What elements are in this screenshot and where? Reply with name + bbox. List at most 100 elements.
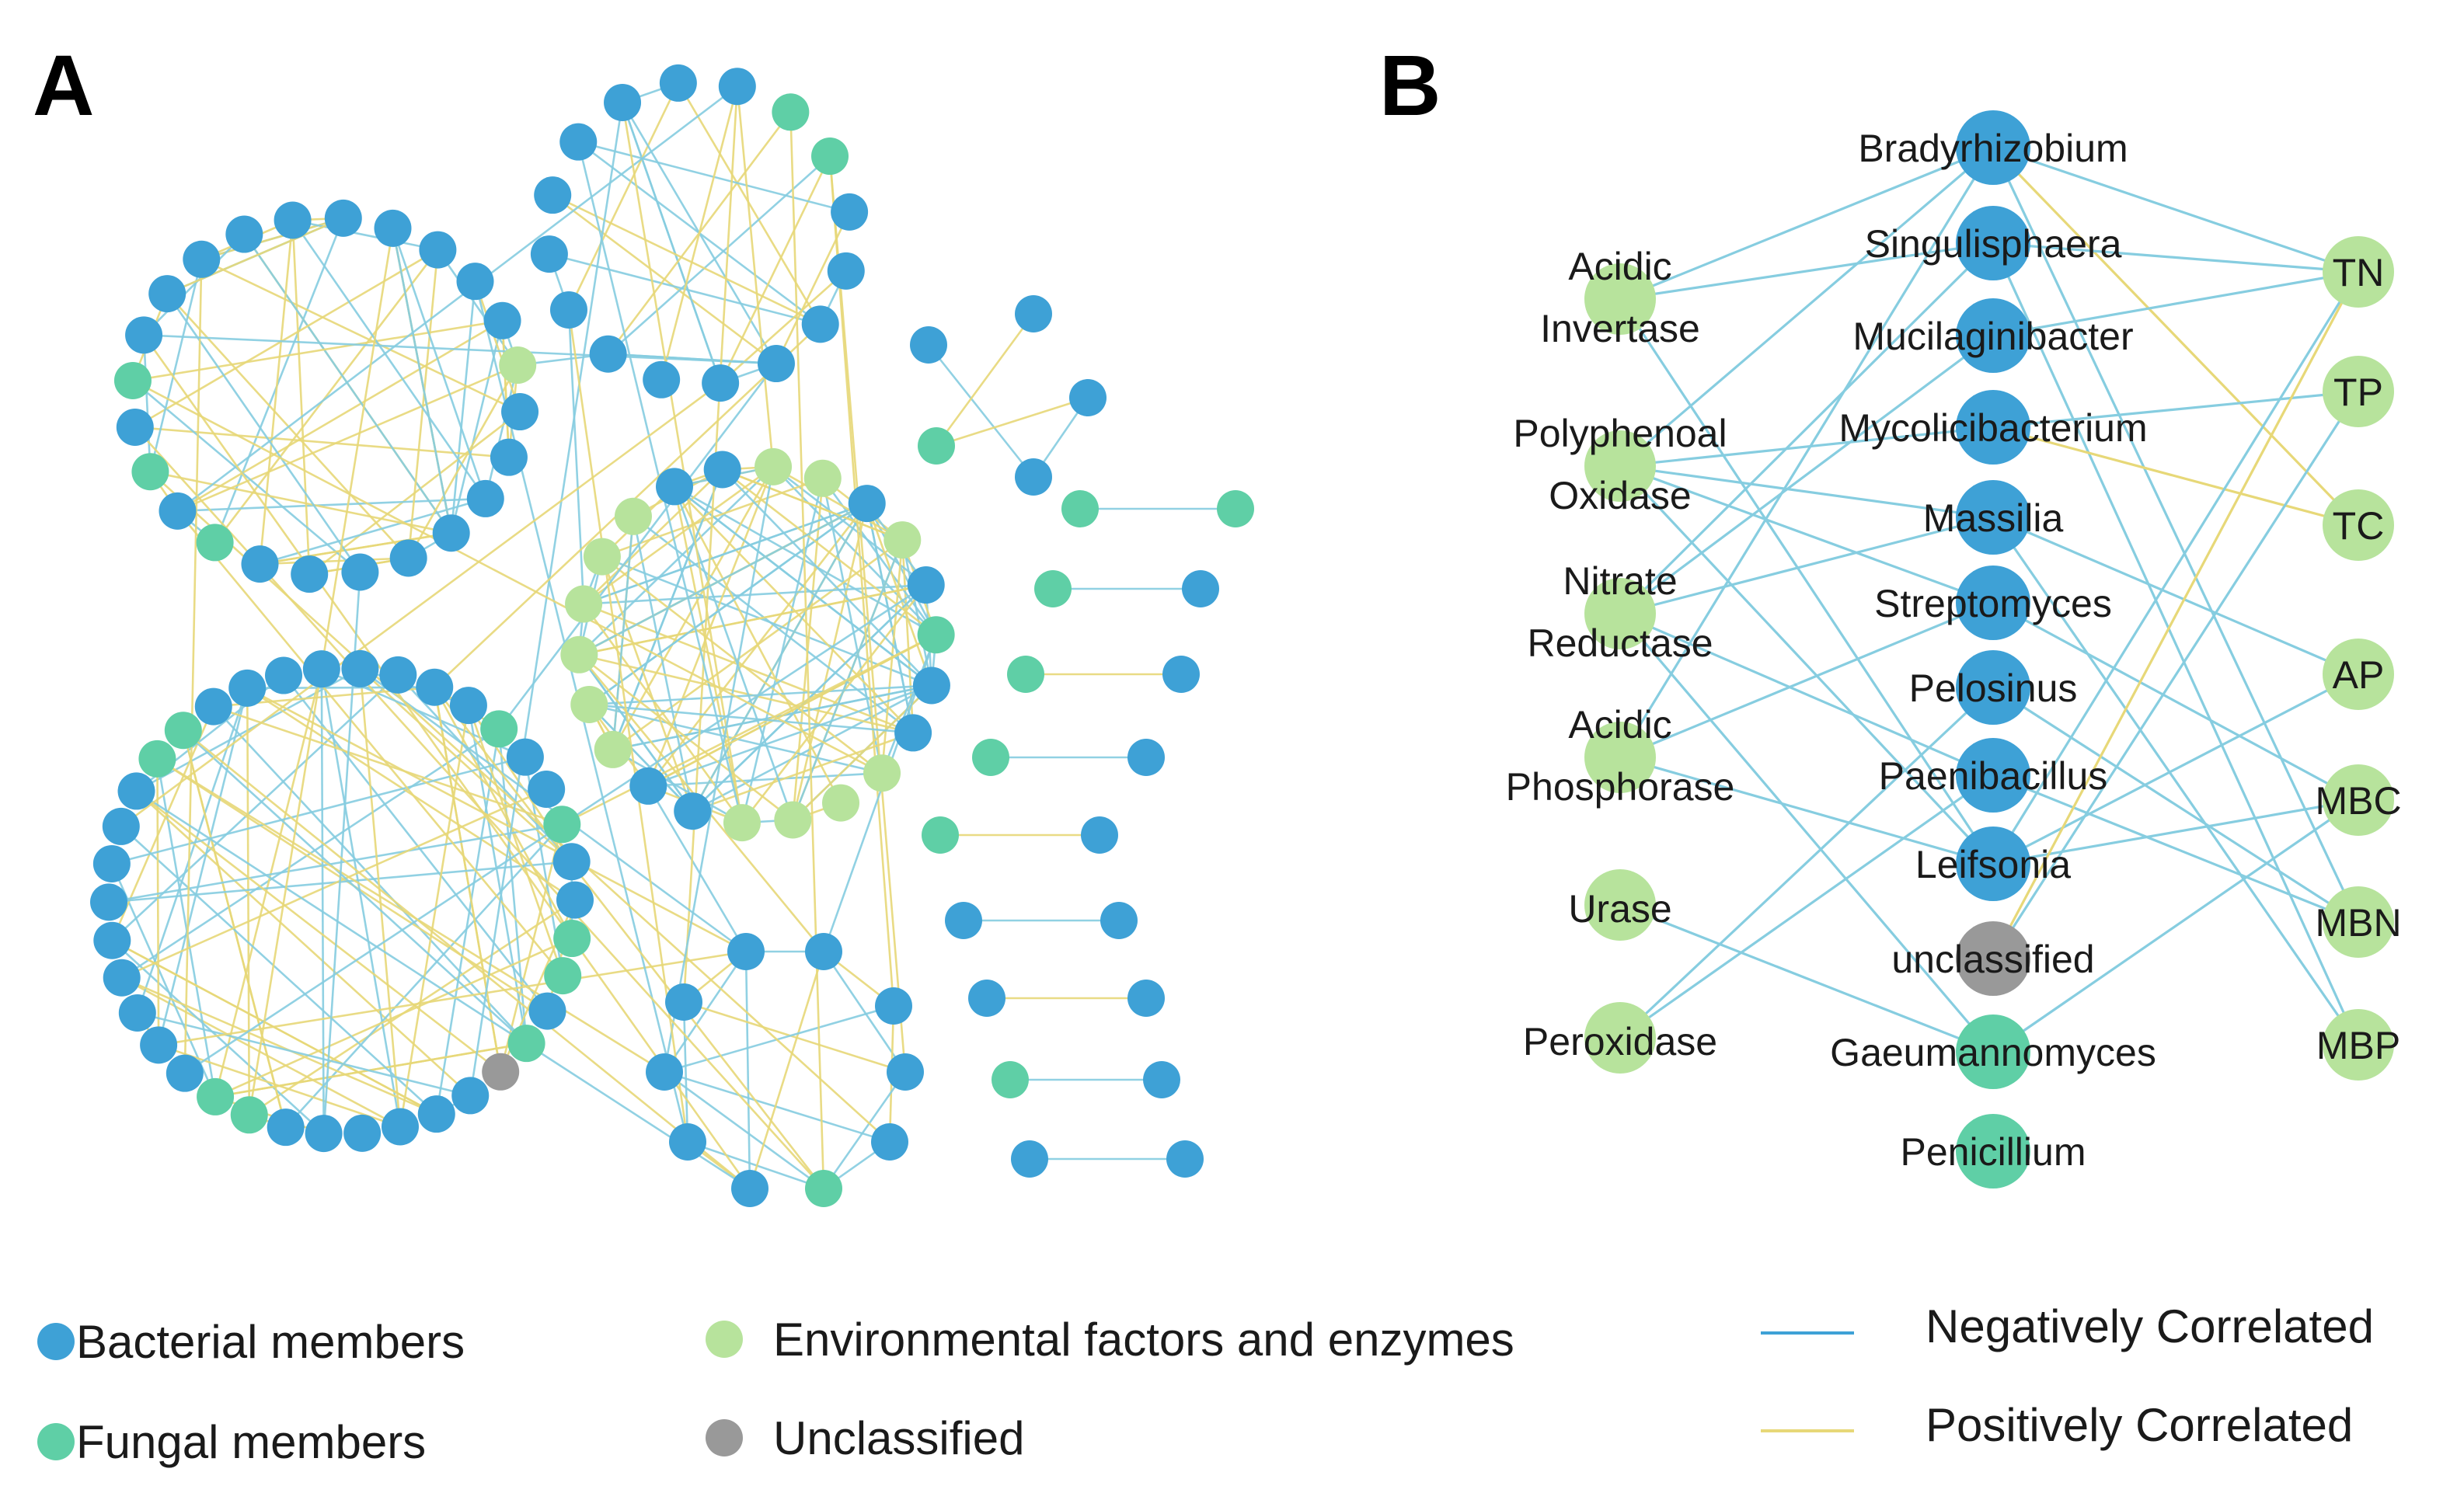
panel-a-node-bacterial [274, 201, 312, 239]
panel-b-edge-nitrate_reductase-mucilaginibacter [1619, 334, 1994, 615]
panel-a-edge-positive [828, 155, 907, 1073]
panel-a-node-bacterial [727, 933, 765, 970]
panel-b-edge-acidic_invertase-bradyrhizobium [1619, 146, 1994, 301]
panel-a-node-bacterial [665, 983, 702, 1021]
panel-a-node-bacterial [225, 215, 263, 253]
panel-a-node-bacterial [1162, 656, 1200, 693]
panel-a-edge-negative [176, 85, 738, 512]
panel-a-node-bacterial [166, 1054, 204, 1092]
panel-a-node-bacterial [1182, 570, 1219, 607]
panel-a-edge-positive [182, 729, 751, 1190]
panel-a-edge-positive [214, 249, 439, 544]
panel-b-edge-paenibacillus-mbn [1992, 774, 2359, 924]
panel-a-node-bacterial [848, 485, 886, 523]
panel-b-edge-acidic_phosphorase-leifsonia [1619, 756, 1994, 865]
panel-a-node-bacterial [643, 360, 681, 398]
panel-b-node-pelosinus [1956, 650, 2030, 725]
panel-a-node-bacterial [549, 291, 587, 329]
panel-b-node-mbp [2323, 1009, 2394, 1081]
panel-a-node-bacterial [449, 687, 487, 725]
panel-b-label-gaeumannomyces: Gaeumannomyces [1830, 1031, 2156, 1074]
panel-a-edge-positive [828, 155, 895, 1007]
panel-b-node-mbc [2323, 764, 2394, 836]
panel-b-label-tp: TP [2333, 371, 2383, 414]
panel-b-node-peroxidase [1584, 1002, 1656, 1074]
panel-b-label-mucilaginibacter: Mucilaginibacter [1852, 315, 2133, 358]
panel-a-node-fungal [544, 957, 582, 995]
panel-a-edge-positive [660, 85, 739, 381]
panel-a-node-bacterial [456, 263, 494, 301]
panel-a-edge-negative [292, 219, 438, 251]
panel-a-edge-negative [212, 705, 528, 1045]
panel-b-label-polyphenoal_oxidase-2: Oxidase [1549, 474, 1691, 517]
panel-b-node-penicillium [1956, 1114, 2030, 1188]
legend-unclassified-label: Unclassified [773, 1412, 1024, 1464]
panel-b-node-paenibacillus [1956, 738, 2030, 813]
panel-b-nodes [1584, 110, 2394, 1188]
panel-a-edge-positive [158, 950, 747, 1046]
panel-a-edge-negative [291, 219, 486, 499]
panel-a-edge-positive [183, 259, 203, 1074]
panel-a-edge-positive [673, 486, 744, 823]
panel-a-edge-negative [682, 1001, 689, 1143]
panel-a-edge-positive [621, 102, 744, 823]
panel-a-edge-positive [120, 382, 721, 827]
panel-a-edge-negative [647, 684, 932, 788]
panel-b-edge-nitrate_reductase-paenibacillus [1619, 612, 1994, 777]
panel-a-node-bacterial [528, 992, 566, 1030]
panel-a-node-bacterial [669, 1123, 706, 1161]
panel-a-node-fungal [772, 93, 810, 131]
panel-a-node-bacterial [267, 1108, 305, 1147]
panel-a-edge-negative [320, 668, 402, 1127]
panel-a-node-bacterial [968, 980, 1005, 1017]
panel-a-node-bacterial [646, 1053, 683, 1091]
panel-b-edge-bradyrhizobium-tn [1992, 146, 2359, 273]
panel-a-edge-positive [601, 555, 883, 774]
panel-a-edge-positive [682, 86, 739, 1003]
legend-fungal-swatch [37, 1423, 75, 1460]
panel-a-node-bacterial [416, 668, 454, 706]
panel-a-node-fungal [972, 739, 1009, 776]
panel-a-edge-negative [157, 687, 249, 1046]
panel-b-label-urase: Urase [1568, 887, 1671, 931]
panel-a-node-bacterial [90, 883, 128, 921]
panel-a-node-fungal [164, 712, 202, 750]
panel-b-edge-massilia-ap [1992, 516, 2359, 676]
legend-positive-label: Positively Correlated [1926, 1399, 2353, 1451]
panel-a-edge-negative [392, 228, 452, 534]
panel-a-edge-positive [176, 319, 504, 512]
legend: Bacterial members Fungal members Environ… [37, 1300, 2374, 1468]
panel-a-node-fungal [131, 453, 169, 491]
panel-a-edge-negative [177, 497, 486, 513]
panel-b-edge-acidic_phosphorase-bradyrhizobium [1619, 147, 1995, 758]
panel-a-edge-positive [407, 364, 519, 559]
panel-b-node-acidic_phosphorase [1584, 722, 1656, 793]
panel-a-edge-positive [692, 732, 914, 813]
panel-a-node-environmental [560, 635, 598, 673]
panel-a-edge-positive [176, 364, 518, 513]
panel-b-node-singulisphaera [1956, 206, 2030, 280]
panel-a-edge-positive [121, 788, 547, 979]
panel-b-edge-polyphenoal_oxidase-bradyrhizobium [1619, 146, 1995, 468]
panel-a-node-bacterial [559, 123, 598, 161]
panel-a-edge-positive [259, 220, 294, 565]
panel-a-node-fungal [138, 740, 176, 778]
panel-a-edge-positive [772, 465, 903, 541]
panel-a-edge-negative [498, 363, 778, 730]
panel-b-node-bradyrhizobium [1956, 110, 2030, 185]
panel-b-label-nitrate_reductase-2: Reductase [1527, 621, 1713, 665]
panel-a-node-bacterial [907, 566, 945, 604]
panel-a-node-fungal [113, 361, 152, 399]
panel-a-node-bacterial [291, 555, 329, 593]
panel-a-node-bacterial [1015, 458, 1052, 496]
panel-a-edge-negative [822, 1071, 907, 1189]
panel-a-node-environmental [594, 730, 632, 768]
panel-b-node-urase [1584, 869, 1656, 941]
panel-b-edge-gaeumannomyces-mbc [1992, 799, 2359, 1053]
panel-b-edge-acidic_invertase-singulisphaera [1619, 242, 1994, 301]
panel-b-node-tn [2323, 236, 2394, 308]
panel-a-edge-positive [721, 468, 937, 636]
panel-a-edge-negative [149, 259, 203, 472]
panel-a-node-fungal [230, 1096, 268, 1134]
panel-a-node-bacterial [604, 83, 642, 121]
